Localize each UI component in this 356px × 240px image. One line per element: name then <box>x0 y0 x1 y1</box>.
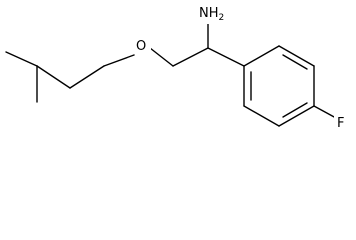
bond-oxygen-to-ch2 <box>149 47 174 67</box>
ring-bond-5 <box>243 105 280 127</box>
ring-bond-4 <box>278 105 315 127</box>
bond-ring-to-fluorine <box>313 105 337 119</box>
amine-label: NH2 <box>199 6 224 23</box>
bond-ch2-to-ch <box>172 47 209 67</box>
amine-symbol: NH <box>199 6 219 21</box>
amine-subscript: 2 <box>219 13 225 23</box>
bond-methyl-top <box>5 51 38 67</box>
bond-ch-to-ring <box>207 47 245 67</box>
structure-diagram: O NH2 F <box>5 6 345 131</box>
ring-double-bond-2 <box>282 102 308 118</box>
bond-chain-to-oxygen <box>103 54 135 67</box>
oxygen-label: O <box>136 39 146 54</box>
bond-chain-2 <box>69 65 105 89</box>
ring-bond-2 <box>278 45 315 67</box>
ring-bond-1 <box>243 45 280 67</box>
fluorine-label: F <box>337 116 344 131</box>
ring-double-bond-1 <box>282 54 308 70</box>
bond-chain-1 <box>36 65 71 89</box>
